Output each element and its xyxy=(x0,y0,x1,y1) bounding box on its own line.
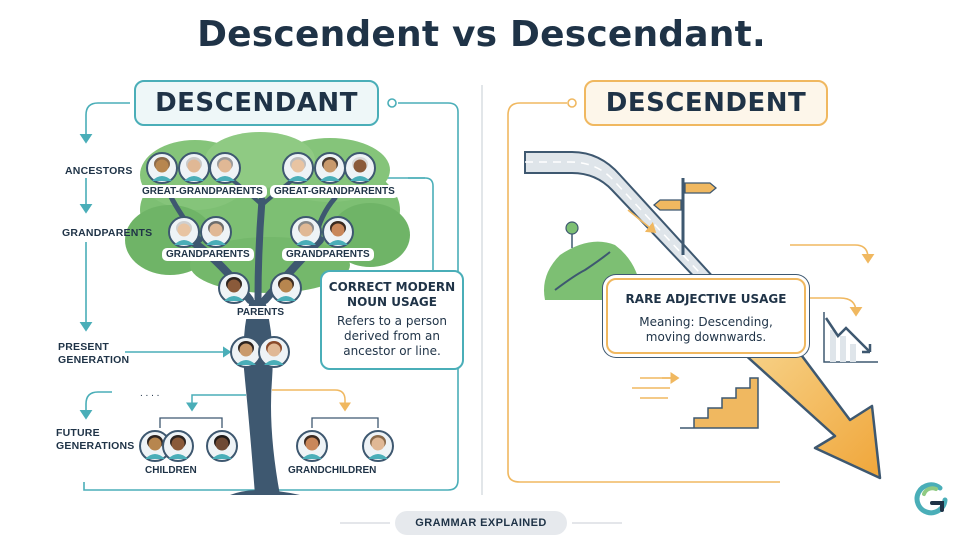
label-future-generations: FUTURE GENERATIONS xyxy=(56,427,135,452)
person-avatar-icon xyxy=(178,152,210,184)
person-avatar-icon xyxy=(168,216,200,248)
person-avatar-icon xyxy=(344,152,376,184)
down-arrow-icon xyxy=(740,338,882,480)
footer-badge: GRAMMAR EXPLAINED xyxy=(395,511,567,535)
label-great-grandparents-left: GREAT-GRANDPARENTS xyxy=(138,185,267,198)
person-avatar-icon xyxy=(206,430,238,462)
person-avatar-icon xyxy=(209,152,241,184)
person-avatar-icon xyxy=(258,336,290,368)
grammar-logo-icon xyxy=(914,482,948,516)
person-avatar-icon xyxy=(314,152,346,184)
label-ancestors: ANCESTORS xyxy=(65,165,133,177)
person-avatar-icon xyxy=(362,430,394,462)
label-grandparents-right: GRANDPARENTS xyxy=(282,248,374,261)
declining-chart-icon xyxy=(823,312,878,363)
label-grandparents-left: GRANDPARENTS xyxy=(162,248,254,261)
ancestors-arrow xyxy=(79,102,130,144)
label-parents: PARENTS xyxy=(233,306,289,319)
signpost-icon xyxy=(652,178,718,255)
person-avatar-icon xyxy=(200,216,232,248)
person-avatar-icon xyxy=(290,216,322,248)
person-avatar-icon xyxy=(218,272,250,304)
noun-usage-card: CORRECT MODERN NOUN USAGE Refers to a pe… xyxy=(320,270,464,370)
page-title: Descendent vs Descendant. xyxy=(197,14,766,55)
descendent-heading: DESCENDENT xyxy=(584,80,828,126)
stairs-icon xyxy=(632,372,759,429)
label-present-generation: PRESENT GENERATION xyxy=(58,341,130,366)
person-avatar-icon xyxy=(162,430,194,462)
label-great-grandparents-right: GREAT-GRANDPARENTS xyxy=(270,185,399,198)
label-grandparents-generation: GRANDPARENTS xyxy=(62,227,153,239)
person-avatar-icon xyxy=(296,430,328,462)
person-avatar-icon xyxy=(270,272,302,304)
person-avatar-icon xyxy=(322,216,354,248)
person-avatar-icon xyxy=(139,430,171,462)
svg-text:. . . .: . . . . xyxy=(140,388,159,399)
descendant-heading: DESCENDANT xyxy=(134,80,379,126)
adjective-usage-card: RARE ADJECTIVE USAGE Meaning: Descending… xyxy=(606,278,806,354)
person-avatar-icon xyxy=(146,152,178,184)
person-avatar-icon xyxy=(282,152,314,184)
label-grandchildren: GRANDCHILDREN xyxy=(288,465,377,476)
label-children: CHILDREN xyxy=(145,465,197,476)
person-avatar-icon xyxy=(230,336,262,368)
